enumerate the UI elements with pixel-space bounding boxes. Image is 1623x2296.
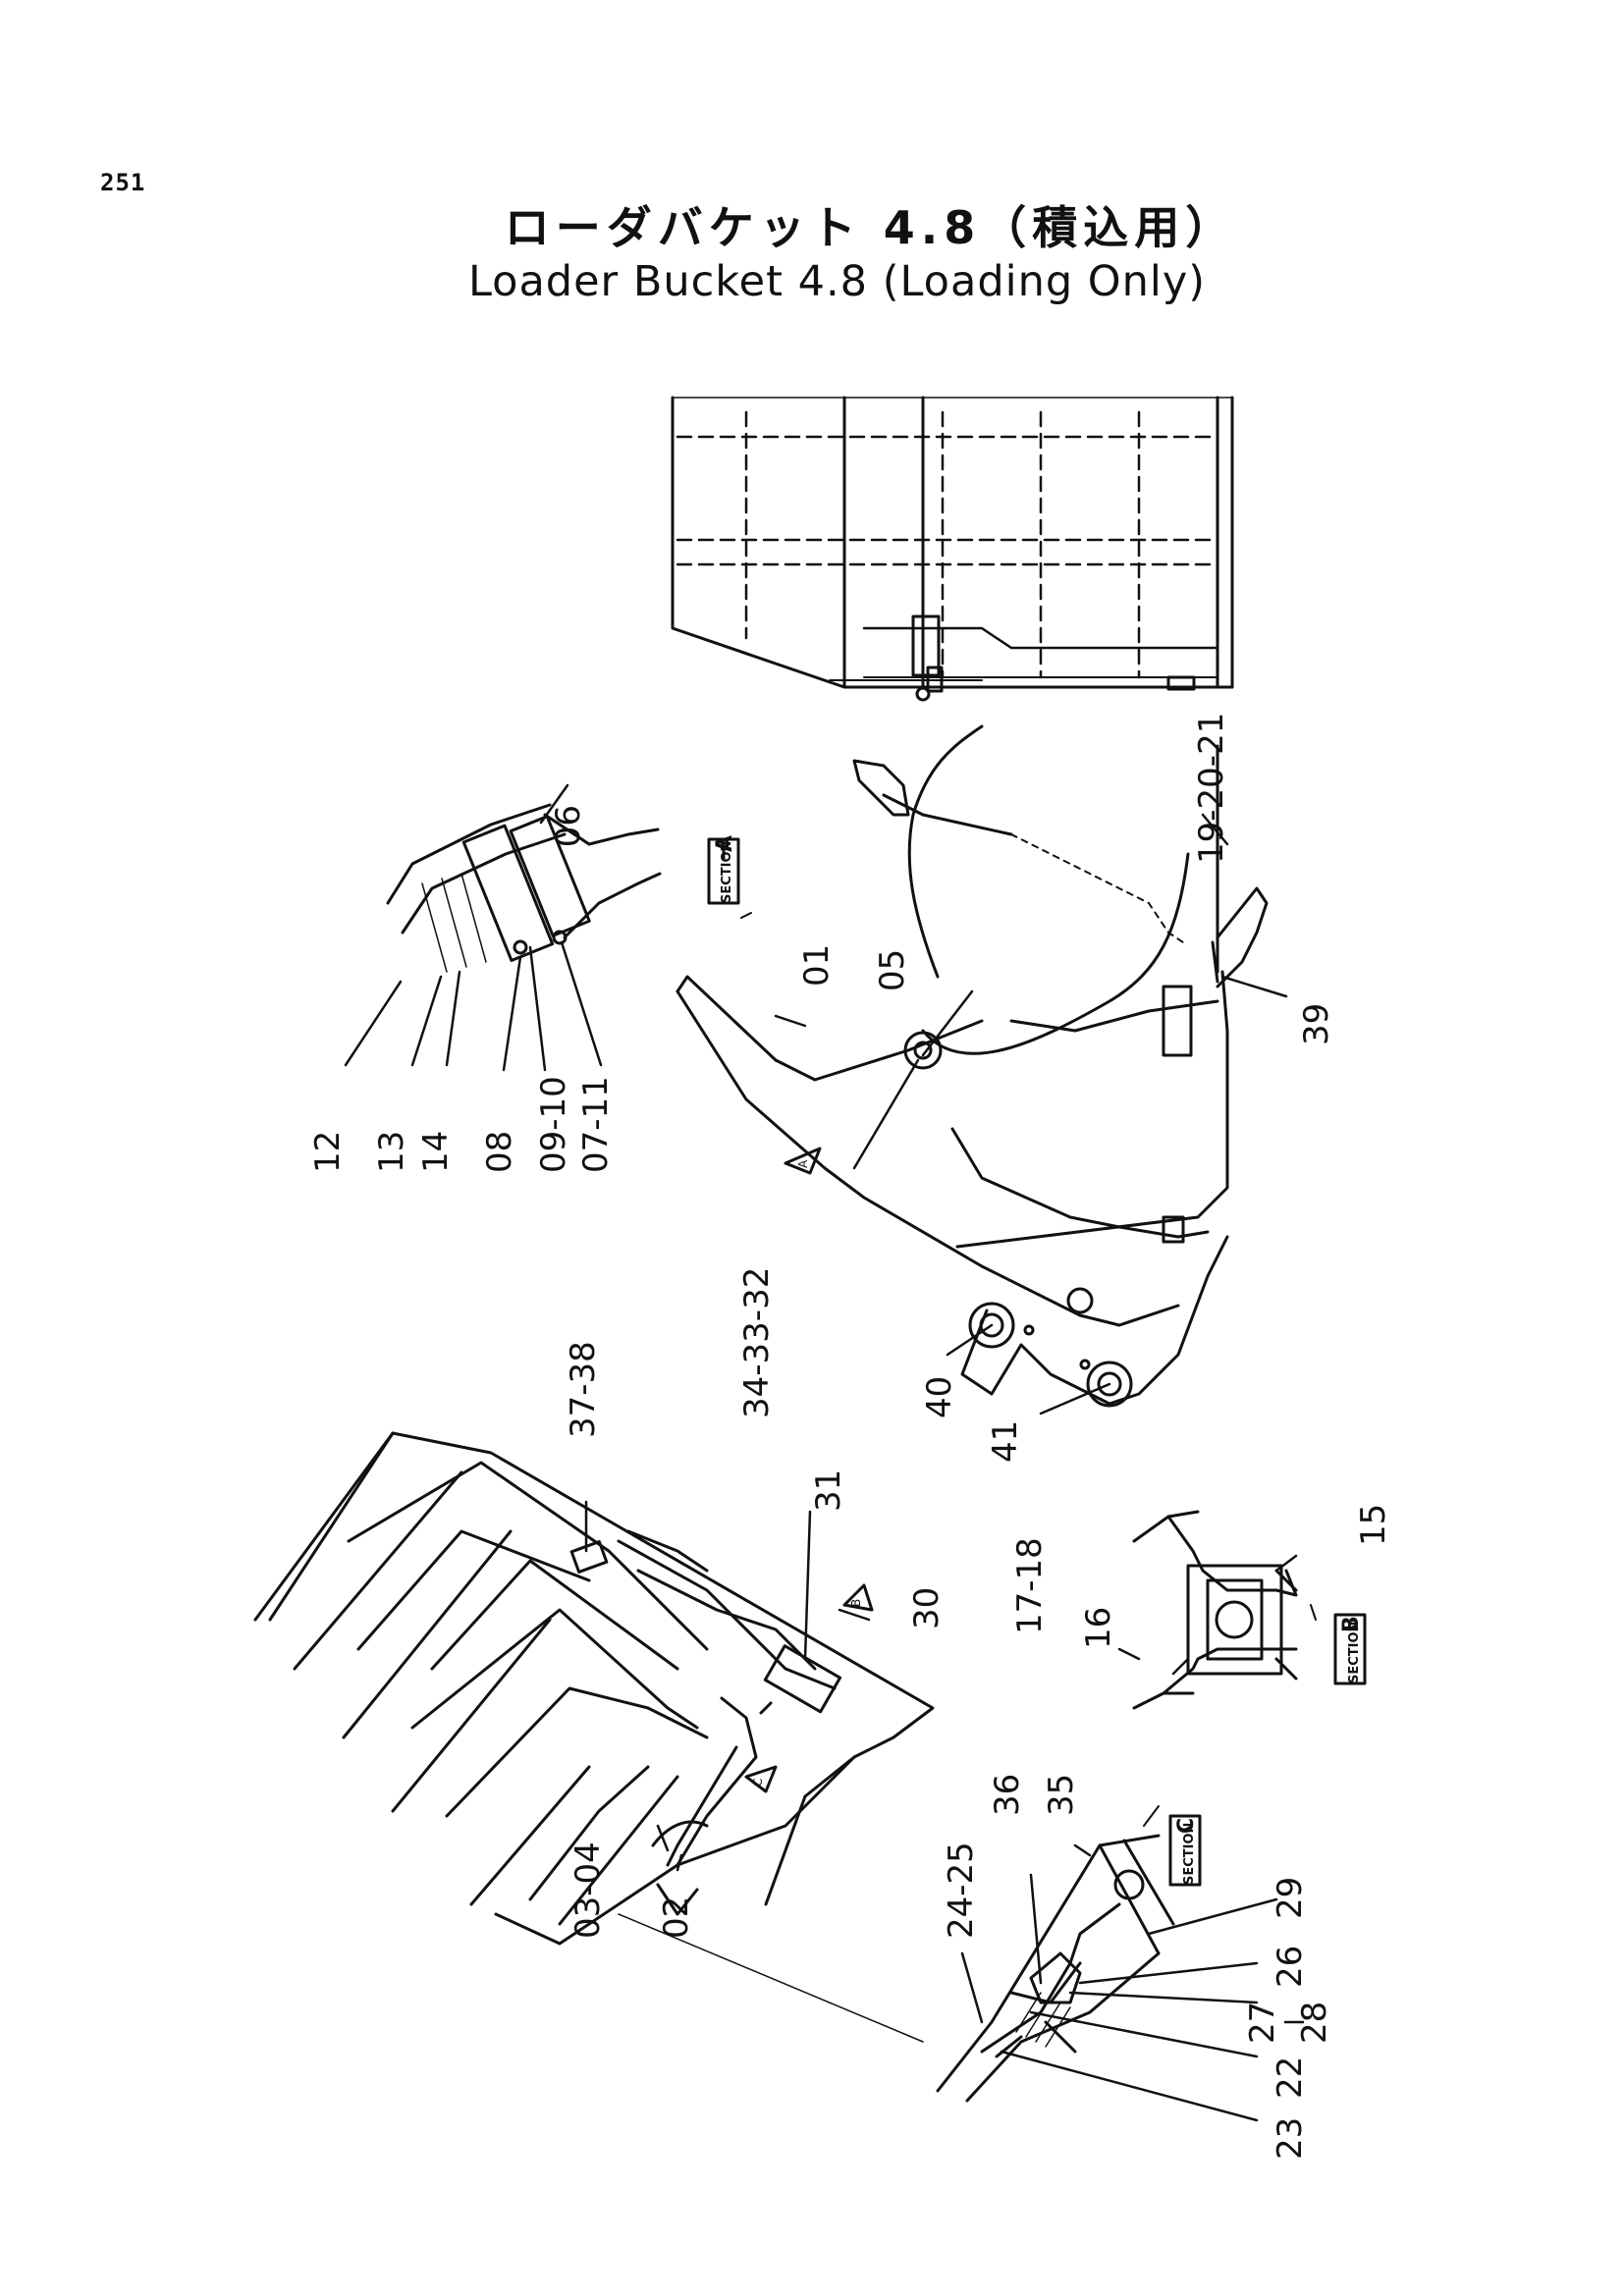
view-marker-a-letter: A: [796, 1159, 810, 1168]
section-a-tag: [707, 837, 752, 919]
section-c-detail: [936, 1805, 1202, 2103]
callout-35: 35: [1042, 1774, 1081, 1816]
callout-30: 30: [907, 1587, 947, 1629]
section-c-letter: C: [1174, 1818, 1199, 1834]
view-marker-c-letter: C: [751, 1779, 765, 1787]
callout-19-20-21: 19-20-21: [1192, 713, 1231, 864]
section-b-letter: B: [1339, 1616, 1364, 1632]
callout-02: 02: [657, 1896, 696, 1939]
title-english: Loader Bucket 4.8 (Loading Only): [467, 257, 1207, 306]
callout-34-33-32: 34-33-32: [737, 1267, 777, 1418]
callout-36: 36: [988, 1774, 1027, 1816]
view-marker-b-letter: B: [849, 1599, 863, 1607]
callout-27: 27: [1243, 2002, 1282, 2044]
callout-24-25: 24-25: [942, 1842, 981, 1939]
callout-13: 13: [372, 1131, 411, 1173]
callout-17-18: 17-18: [1010, 1537, 1050, 1634]
page-number: 251: [100, 169, 146, 196]
leader-lines: [344, 783, 1298, 2122]
title-japanese: ローダバケット 4.8（積込用）: [504, 201, 1237, 254]
bucket-side-view: [676, 724, 1269, 1408]
callout-05: 05: [873, 949, 912, 991]
callout-12: 12: [308, 1131, 348, 1173]
callout-16: 16: [1079, 1607, 1118, 1649]
callout-14: 14: [416, 1131, 456, 1173]
section-b-detail: [1132, 1510, 1367, 1710]
callout-37-38: 37-38: [564, 1341, 603, 1438]
callout-09-10: 09-10: [534, 1076, 573, 1173]
callout-15: 15: [1354, 1504, 1393, 1546]
callout-22: 22: [1271, 2056, 1310, 2099]
callout-29: 29: [1271, 1877, 1310, 1919]
section-a-tag-label: SECTION: [720, 841, 734, 903]
section-a-letter: A: [713, 835, 737, 852]
callout-41: 41: [986, 1420, 1025, 1463]
callout-07-11: 07-11: [576, 1076, 616, 1173]
section-b-tag-label: SECTION: [1347, 1622, 1362, 1683]
section-c-tag-label: SECTION: [1182, 1823, 1197, 1885]
bucket-bottom-view: [253, 1431, 935, 2043]
callout-40: 40: [920, 1376, 959, 1418]
callout-06: 06: [549, 805, 588, 847]
callout-01: 01: [797, 944, 837, 987]
callout-31: 31: [809, 1469, 848, 1512]
callout-39: 39: [1297, 1003, 1336, 1045]
callout-03-04: 03-04: [568, 1842, 608, 1939]
bucket-top-view: [671, 396, 1234, 702]
section-a-detail: [386, 803, 662, 973]
callout-08: 08: [480, 1131, 519, 1173]
callout-26: 26: [1271, 1946, 1310, 1988]
callout-23: 23: [1271, 2117, 1310, 2160]
